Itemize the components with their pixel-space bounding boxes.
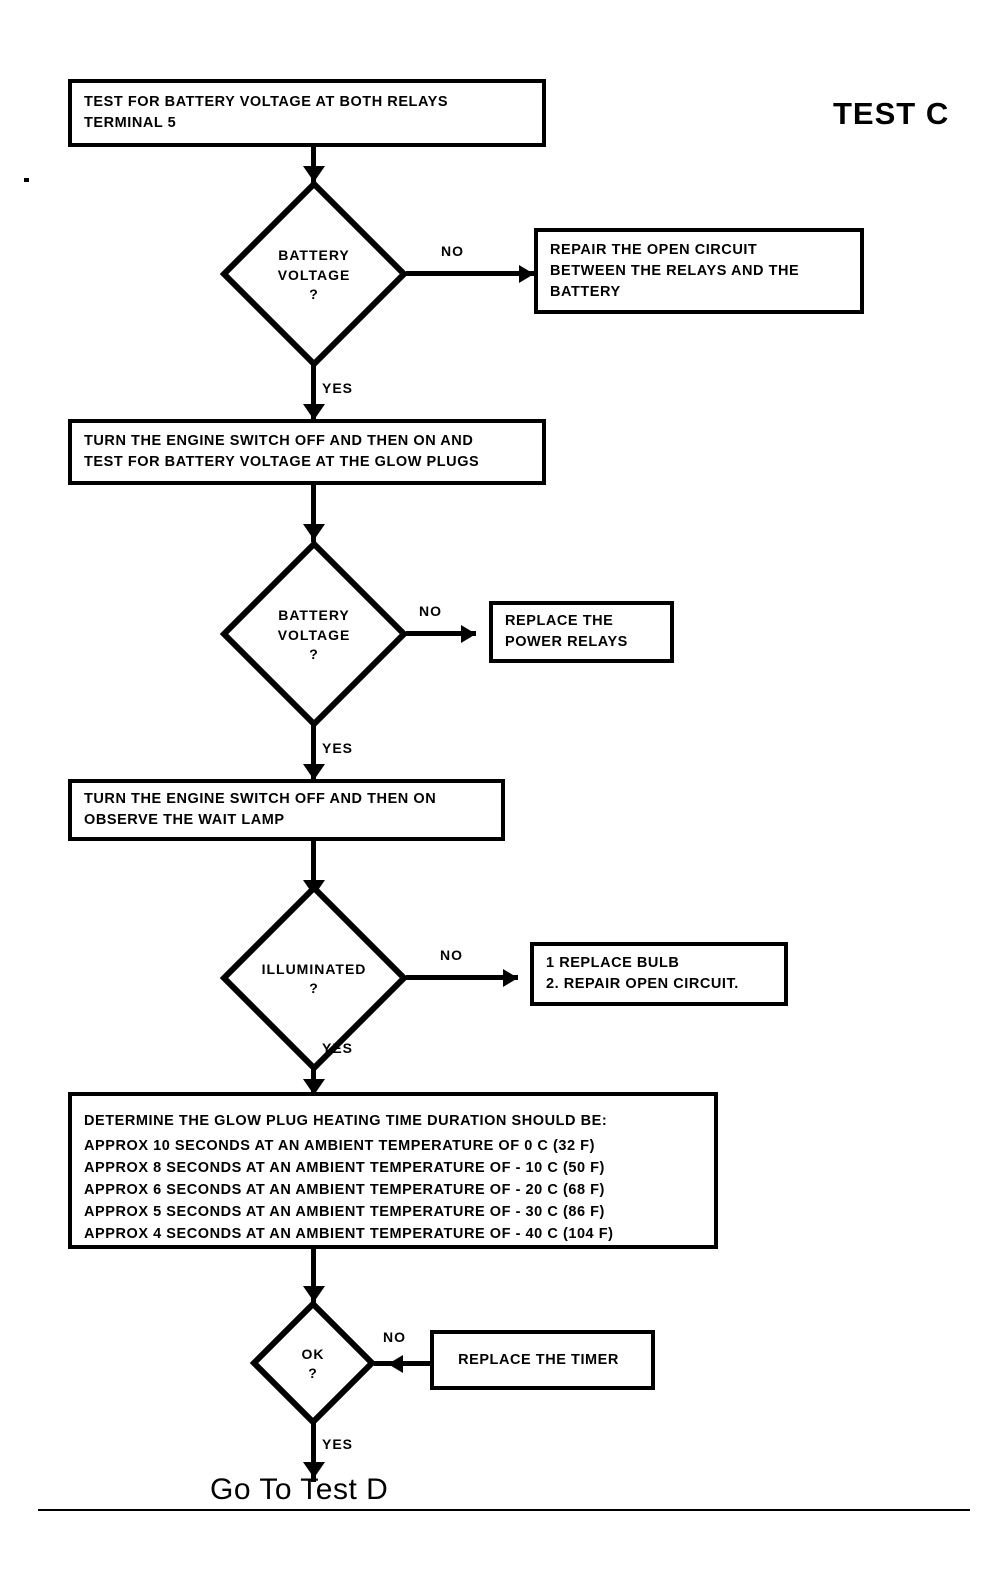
box-line: APPROX 10 SECONDS AT AN AMBIENT TEMPERAT… (84, 1138, 595, 1154)
edge-label-yes-1: YES (322, 380, 354, 396)
arrowhead-down (303, 524, 325, 540)
connector-decision1-no (406, 271, 534, 276)
decision-diamond-battery-voltage-2: BATTERY VOLTAGE ? (220, 540, 408, 728)
arrowhead-left (388, 1355, 403, 1373)
edge-label-no-4: NO (383, 1329, 406, 1345)
decision-diamond-battery-voltage-1: BATTERY VOLTAGE ? (220, 180, 408, 368)
connector-decision2-no (406, 631, 476, 636)
arrowhead-right (503, 969, 518, 987)
box-line: TURN THE ENGINE SWITCH OFF AND THEN ON (84, 791, 437, 807)
connector-decision3-no (406, 975, 518, 980)
box-line: 2. REPAIR OPEN CIRCUIT. (546, 976, 739, 992)
diamond-shape-icon (220, 884, 408, 1072)
box-line: APPROX 6 SECONDS AT AN AMBIENT TEMPERATU… (84, 1182, 605, 1198)
arrowhead-down (303, 404, 325, 420)
footer-goto-test-d: Go To Test D (210, 1473, 389, 1506)
footer-divider (38, 1509, 970, 1511)
edge-label-yes-2: YES (322, 740, 354, 756)
connector-decision2-yes (311, 723, 316, 781)
edge-label-no-3: NO (440, 947, 463, 963)
connector-step4-to-decision4 (311, 1249, 316, 1303)
arrowhead-right (461, 625, 476, 643)
arrowhead-down (303, 166, 325, 182)
edge-label-yes-3: YES (322, 1040, 354, 1056)
arrowhead-down (303, 1286, 325, 1302)
box-line: REPLACE THE TIMER (458, 1351, 619, 1368)
edge-label-no-2: NO (419, 603, 442, 619)
arrowhead-down (303, 764, 325, 780)
scan-speck (24, 178, 29, 182)
connector-step2-to-decision2 (311, 485, 316, 542)
edge-label-yes-4: YES (322, 1436, 354, 1452)
box-line: APPROX 4 SECONDS AT AN AMBIENT TEMPERATU… (84, 1226, 614, 1242)
box-line: REPAIR THE OPEN CIRCUIT (550, 241, 758, 258)
process-box-turn-engine-switch-test-glow-plugs: TURN THE ENGINE SWITCH OFF AND THEN ON A… (68, 419, 546, 485)
connector-step3-to-decision3 (311, 841, 316, 898)
process-box-observe-wait-lamp: TURN THE ENGINE SWITCH OFF AND THEN ON O… (68, 779, 505, 841)
box-line: APPROX 8 SECONDS AT AN AMBIENT TEMPERATU… (84, 1160, 605, 1176)
box-line: REPLACE THE (505, 613, 614, 629)
box-line: TEST FOR BATTERY VOLTAGE AT THE GLOW PLU… (84, 454, 480, 470)
process-box-replace-timer: REPLACE THE TIMER (430, 1330, 655, 1390)
diamond-shape-icon (220, 540, 408, 728)
box-line: TEST FOR BATTERY VOLTAGE AT BOTH RELAYS (84, 94, 449, 110)
diamond-shape-icon (250, 1300, 376, 1426)
process-box-determine-heating-time: DETERMINE THE GLOW PLUG HEATING TIME DUR… (68, 1092, 718, 1249)
process-box-test-for-battery-voltage: TEST FOR BATTERY VOLTAGE AT BOTH RELAYS … (68, 79, 546, 147)
decision-diamond-ok: OK ? (250, 1300, 376, 1426)
process-box-repair-open-circuit: REPAIR THE OPEN CIRCUIT BETWEEN THE RELA… (534, 228, 864, 314)
diamond-shape-icon (220, 180, 408, 368)
box-line: APPROX 5 SECONDS AT AN AMBIENT TEMPERATU… (84, 1204, 605, 1220)
page-title: TEST C (833, 96, 950, 131)
connector-step1-to-decision1 (311, 147, 316, 183)
edge-label-no-1: NO (441, 243, 464, 259)
box-heading: DETERMINE THE GLOW PLUG HEATING TIME DUR… (84, 1113, 608, 1129)
arrowhead-down (303, 1462, 325, 1478)
box-line: TURN THE ENGINE SWITCH OFF AND THEN ON A… (84, 433, 474, 449)
box-line: BETWEEN THE RELAYS AND THE (550, 262, 800, 279)
process-box-replace-bulb-repair-open-circuit: 1 REPLACE BULB 2. REPAIR OPEN CIRCUIT. (530, 942, 788, 1006)
connector-decision1-yes (311, 363, 316, 421)
box-line: POWER RELAYS (505, 634, 628, 650)
box-line: TERMINAL 5 (84, 115, 177, 131)
box-line: OBSERVE THE WAIT LAMP (84, 812, 285, 828)
process-box-replace-power-relays: REPLACE THE POWER RELAYS (489, 601, 674, 663)
decision-diamond-illuminated: ILLUMINATED ? (220, 884, 408, 1072)
arrowhead-right (519, 265, 534, 283)
connector-decision4-no (374, 1361, 432, 1366)
connector-decision4-yes (311, 1421, 316, 1482)
box-line: 1 REPLACE BULB (546, 955, 680, 971)
arrowhead-down (303, 1079, 325, 1095)
box-line: BATTERY (550, 283, 621, 300)
